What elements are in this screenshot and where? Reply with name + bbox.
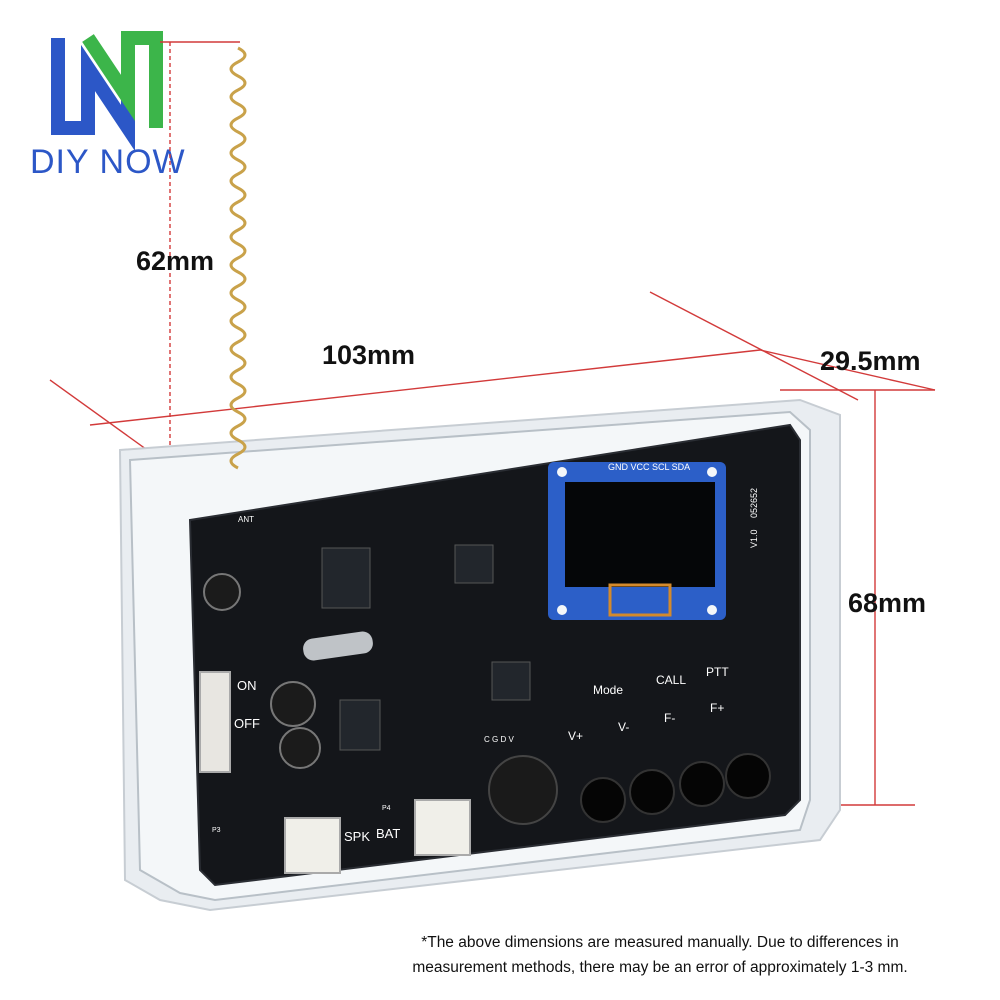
height-label: 68mm — [848, 588, 927, 618]
brand-logo-icon — [51, 31, 163, 152]
button-row — [580, 753, 771, 823]
f-minus-label: F- — [664, 711, 675, 725]
ant-label: ANT — [238, 515, 254, 524]
ptt-label: PTT — [706, 665, 729, 679]
header-pins-label: C G D V — [484, 735, 514, 744]
brand-name: DIY NOW — [30, 143, 186, 181]
antenna — [229, 46, 247, 470]
footnote-line-1: *The above dimensions are measured manua… — [421, 934, 899, 951]
oled-module — [548, 462, 726, 620]
antenna-length-label: 62mm — [136, 246, 215, 276]
switch-on-label: ON — [237, 678, 257, 693]
spk-label: SPK — [344, 829, 370, 844]
switch-off-label: OFF — [234, 716, 260, 731]
f-plus-label: F+ — [710, 701, 724, 715]
call-label: CALL — [656, 673, 686, 687]
code-label: 052652 — [749, 488, 759, 518]
p3-label: P3 — [212, 827, 221, 834]
footnote-line-2: measurement methods, there may be an err… — [412, 959, 908, 976]
v-minus-label: V- — [618, 720, 629, 734]
v-plus-label: V+ — [568, 729, 583, 743]
measurement-footnote: *The above dimensions are measured manua… — [340, 930, 980, 980]
bat-label: BAT — [376, 826, 400, 841]
mode-label: Mode — [593, 683, 623, 697]
oled-pins-label: GND VCC SCL SDA — [608, 462, 690, 472]
width-label: 103mm — [322, 340, 416, 370]
version-label: V1.0 — [749, 529, 759, 548]
dimension-lines — [49, 41, 936, 806]
depth-label: 29.5mm — [820, 346, 921, 376]
p4-label: P4 — [382, 805, 391, 812]
